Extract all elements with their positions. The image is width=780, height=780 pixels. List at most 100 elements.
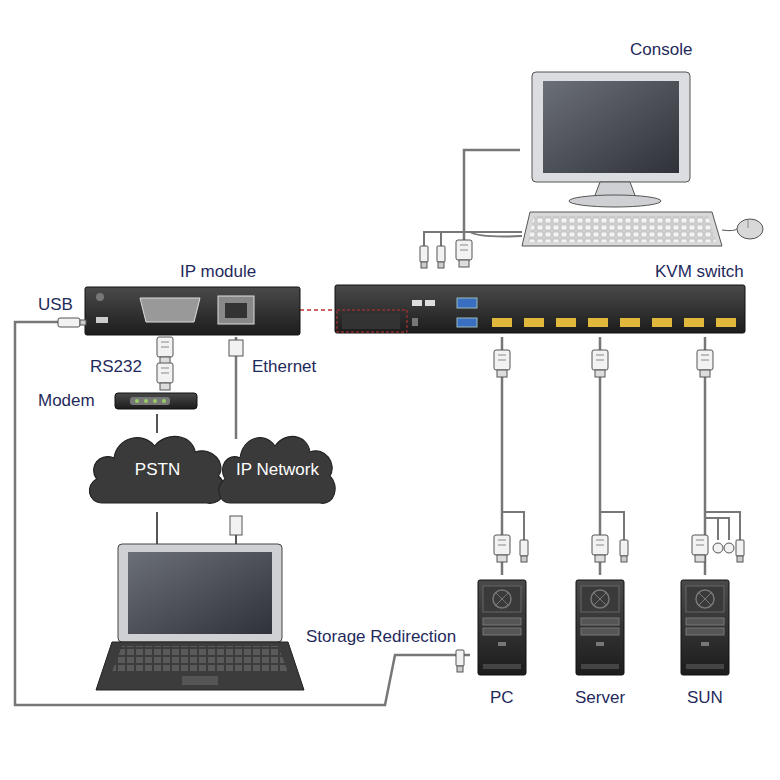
- keyboard: [522, 212, 763, 246]
- cable-connector: [156, 414, 158, 433]
- cable-connector: [15, 322, 470, 705]
- ip-module-body-part: [85, 287, 300, 335]
- device-group: Console: [520, 40, 770, 250]
- kvm-switch-body-part: [652, 318, 672, 327]
- monitor-part: [532, 72, 690, 182]
- computer-towers-part: [576, 580, 624, 675]
- kvm-cable-plugs-part: [456, 650, 464, 672]
- console-cables: [420, 232, 522, 268]
- kvm-cable-plugs-part: [520, 540, 528, 562]
- kvm-cable-plugs-part: [620, 540, 628, 562]
- cable-connector: [300, 309, 335, 311]
- serial-and-ethernet-plugs-part: [157, 337, 173, 364]
- usb-plug: [58, 318, 86, 327]
- usb-plug-part: [80, 320, 86, 325]
- ip-module-body-part: [96, 293, 104, 301]
- cloud-label: IP Network: [236, 460, 319, 480]
- device-label: Console: [630, 40, 692, 60]
- port-label: USB: [36, 295, 75, 315]
- kvm-switch-body-part: [342, 313, 400, 329]
- console-cables-part: [420, 246, 428, 268]
- console-cables-part: [456, 240, 472, 267]
- cable-label: Ethernet: [250, 357, 318, 377]
- kvm-switch-body-part: [620, 318, 640, 327]
- usb-plug-part: [58, 318, 80, 327]
- kvm-switch-body-part: [492, 318, 512, 327]
- cloud-outline: [219, 436, 335, 503]
- device-group: IP module: [85, 262, 300, 337]
- modem-device: [115, 393, 197, 409]
- computer-towers-part: [478, 580, 526, 675]
- laptop-part: [96, 642, 304, 690]
- cable-label: Storage Redirection: [304, 627, 458, 647]
- keyboard-part: [748, 220, 749, 228]
- serial-and-ethernet-plugs-part: [229, 340, 243, 356]
- kvm-cable-plugs-part: [692, 535, 708, 562]
- kvm-switch-body-part: [335, 285, 745, 333]
- kvm-switch-body-part: [457, 298, 477, 308]
- cable-label: RS232: [88, 357, 144, 377]
- network-cloud: IP Network: [215, 425, 340, 515]
- monitor-part: [543, 81, 679, 173]
- ip-module-body: [85, 287, 300, 335]
- device-group: SUN: [672, 575, 738, 710]
- computer-towers: [478, 580, 729, 675]
- monitor: [532, 72, 690, 207]
- modem-device-part: [115, 393, 197, 409]
- kvm-cable-plugs-part: [494, 350, 510, 377]
- kvm-switch-body-part: [457, 318, 477, 327]
- device-group: Modem: [38, 388, 200, 414]
- computer-towers-part: [681, 580, 729, 675]
- ip-module-body-part: [96, 317, 108, 323]
- ip-module-body-part: [225, 303, 247, 318]
- modem-device-part: [144, 399, 148, 403]
- device-group: PC: [470, 575, 534, 710]
- console-cables-part: [437, 246, 445, 268]
- laptop-part: [128, 552, 272, 634]
- kvm-switch-body-part: [556, 318, 576, 327]
- laptop-part: [118, 544, 282, 642]
- modem-device-part: [135, 399, 139, 403]
- kvm-cable-plugs-part: [592, 350, 608, 377]
- laptop: [96, 512, 304, 690]
- device-label: Server: [575, 688, 625, 708]
- device-label: PC: [490, 688, 514, 708]
- device-label: SUN: [687, 688, 723, 708]
- modem-device-part: [162, 399, 166, 403]
- cloud-label: PSTN: [135, 460, 180, 480]
- ip-module-body-part: [218, 296, 254, 324]
- laptop-part: [182, 676, 218, 685]
- serial-and-ethernet-plugs-part: [157, 363, 173, 390]
- kvm-cable-plugs-part: [736, 540, 744, 562]
- kvm-switch-body-part: [412, 318, 418, 326]
- kvm-cable-plugs-part: [494, 535, 510, 562]
- console-cables-part: [424, 232, 522, 246]
- laptop-part: [230, 516, 242, 535]
- kvm-switch-body-part: [588, 318, 608, 327]
- kvm-cable-plugs-part: [724, 543, 734, 553]
- kvm-switch-body-part: [684, 318, 704, 327]
- laptop-part: [112, 646, 288, 672]
- device-label: Modem: [38, 391, 95, 411]
- modem-device-part: [130, 397, 170, 405]
- device-label: KVM switch: [655, 262, 744, 282]
- device-group: Server: [567, 575, 633, 710]
- ip-module-body-part: [140, 298, 200, 322]
- device-group: KVM switch: [335, 262, 748, 337]
- kvm-switch-body-part: [524, 318, 544, 327]
- network-cloud: PSTN: [85, 425, 230, 515]
- kvm-switch-body-part: [425, 300, 435, 306]
- device-label: IP module: [180, 262, 256, 282]
- keyboard-part: [737, 219, 763, 239]
- cloud-outline: [89, 436, 224, 503]
- laptop-part: [156, 512, 158, 546]
- serial-and-ethernet-plugs: [157, 337, 243, 390]
- kvm-cable-plugs-part: [592, 535, 608, 562]
- kvm-switch-body-part: [716, 318, 736, 327]
- keyboard-part: [722, 228, 738, 231]
- keyboard-part: [528, 216, 716, 242]
- keyboard-part: [522, 212, 722, 246]
- kvm-switch-body-part: [412, 300, 422, 306]
